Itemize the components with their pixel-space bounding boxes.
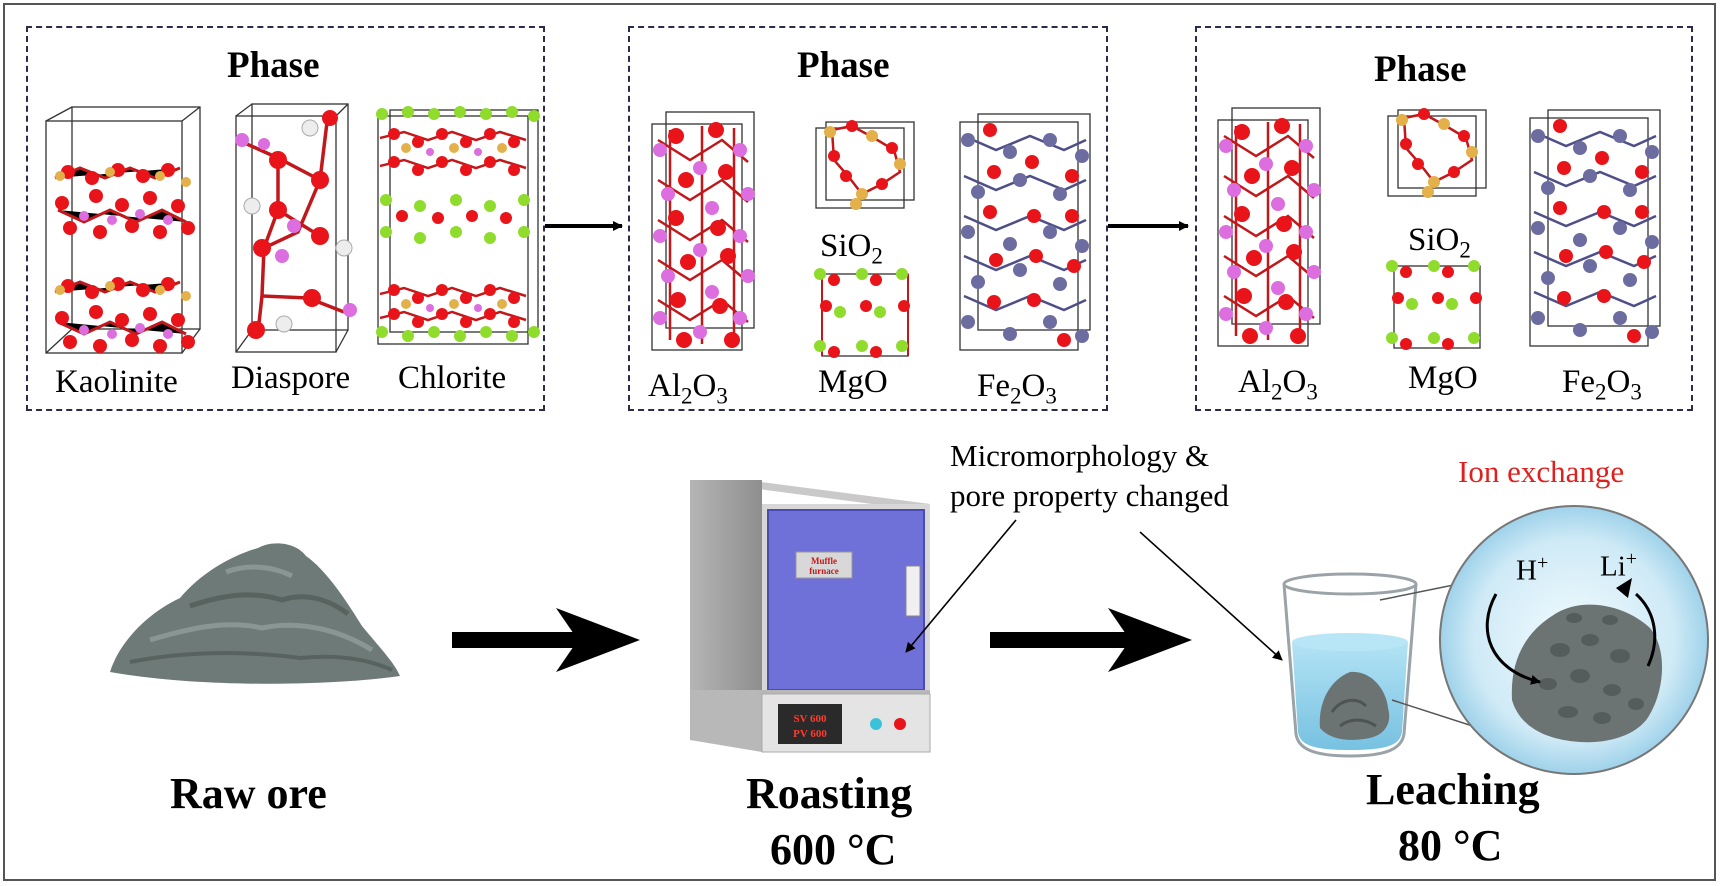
magnesia-crystal bbox=[1386, 260, 1482, 350]
phase-panel-raw bbox=[26, 26, 545, 411]
micromorphology-annotation: Micromorphology & pore property changed bbox=[950, 436, 1229, 516]
roasting-label: Roasting bbox=[746, 769, 913, 818]
muffle-furnace bbox=[690, 480, 931, 753]
panel-heading: Phase bbox=[1374, 49, 1467, 90]
annotation-line-2: pore property changed bbox=[950, 478, 1229, 513]
leaching-label: Leaching bbox=[1366, 765, 1540, 814]
ion-exchange-label: Ion exchange bbox=[1458, 454, 1625, 489]
panel-heading: Phase bbox=[797, 45, 890, 86]
magnified-particle-bubble bbox=[1439, 505, 1709, 775]
phase-panel-leached bbox=[1195, 26, 1693, 411]
hematite-crystal bbox=[1529, 109, 1661, 347]
magnesia-crystal bbox=[814, 268, 910, 358]
roasting-temp-label: 600 °C bbox=[770, 825, 897, 874]
diaspore-crystal bbox=[235, 103, 357, 353]
panel-heading: Phase bbox=[227, 45, 320, 86]
annotation-pointer-furnace bbox=[905, 519, 1017, 653]
leaching-temp-label: 80 °C bbox=[1398, 821, 1503, 870]
al2o3-label: Al2O3 bbox=[1238, 364, 1318, 405]
fe2o3-label: Fe2O3 bbox=[1562, 364, 1642, 405]
fe2o3-label: Fe2O3 bbox=[977, 368, 1057, 409]
phase-panel-roasted bbox=[628, 26, 1108, 411]
silica-crystal bbox=[815, 120, 915, 210]
hydrogen-ion-label: H+ bbox=[1516, 552, 1549, 587]
lithium-ion-label: Li+ bbox=[1600, 548, 1638, 583]
chlorite-label: Chlorite bbox=[398, 360, 507, 396]
process-arrow-roasting-to-leaching bbox=[990, 608, 1192, 672]
al2o3-label: Al2O3 bbox=[648, 368, 728, 409]
leaching-beaker bbox=[1282, 572, 1418, 758]
annotation-line-1: Micromorphology & bbox=[950, 438, 1210, 473]
furnace-sv-readout: SV 600 bbox=[793, 713, 827, 725]
furnace-pv-readout: PV 600 bbox=[793, 728, 827, 740]
mgo-label: MgO bbox=[818, 364, 888, 400]
sio2-label: SiO2 bbox=[1408, 222, 1471, 263]
mgo-label: MgO bbox=[1408, 360, 1478, 396]
alumina-crystal bbox=[651, 111, 755, 351]
annotation-pointer-beaker bbox=[1139, 531, 1283, 661]
furnace-plate-line2: furnace bbox=[809, 566, 839, 576]
silica-crystal bbox=[1387, 108, 1487, 198]
outer-frame bbox=[3, 3, 1716, 881]
furnace-plate-line1: Muffle bbox=[811, 556, 837, 566]
hematite-crystal bbox=[959, 113, 1091, 351]
sio2-label: SiO2 bbox=[820, 228, 883, 269]
diaspore-label: Diaspore bbox=[231, 360, 351, 396]
process-arrow-raw-to-roasting bbox=[452, 608, 640, 672]
kaolinite-label: Kaolinite bbox=[55, 364, 178, 400]
kaolinite-crystal bbox=[45, 106, 201, 354]
raw-ore-pile bbox=[110, 543, 400, 684]
chlorite-crystal bbox=[376, 106, 540, 345]
raw-ore-label: Raw ore bbox=[170, 769, 327, 818]
alumina-crystal bbox=[1217, 107, 1321, 347]
